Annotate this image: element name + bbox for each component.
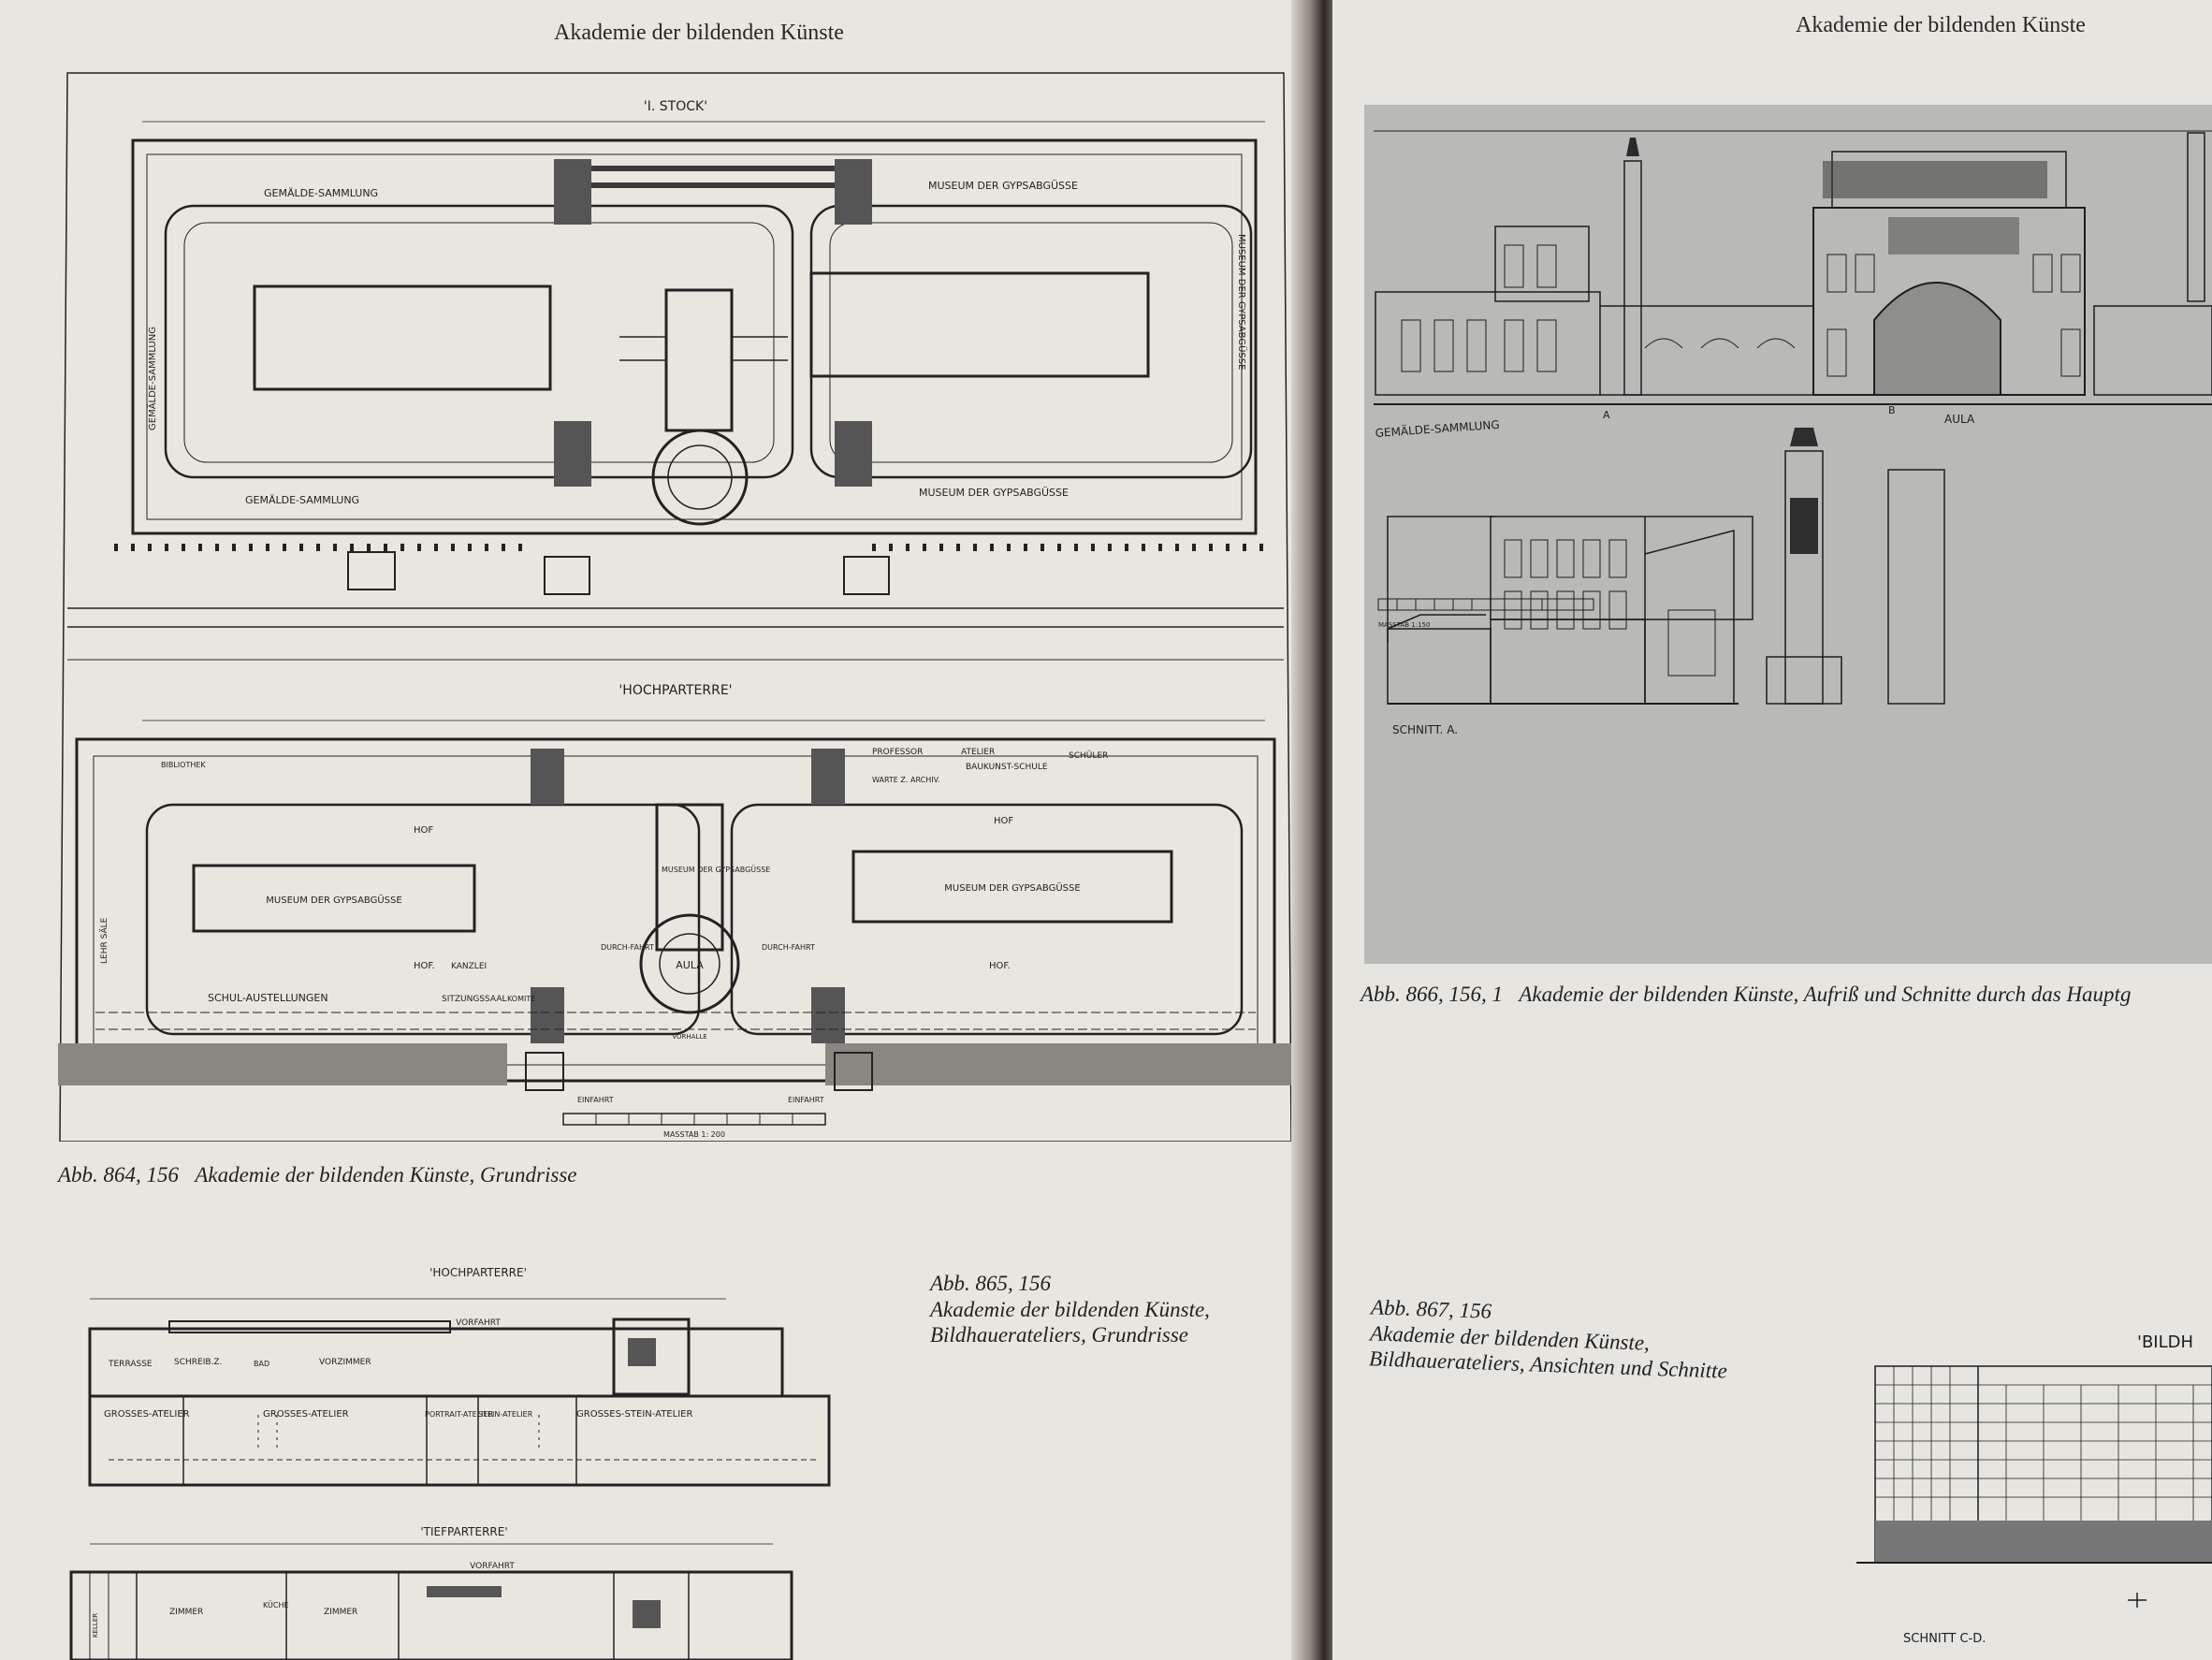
fig867-caption: Abb. 867, 156 Akademie der bildenden Kün… bbox=[1369, 1294, 1730, 1384]
label-einfahrt-left: EINFAHRT bbox=[577, 1096, 614, 1104]
fig865-atelier-plans: 'HOCHPARTERRE' TERRASSE SCHREIB.Z. BAD V… bbox=[69, 1266, 831, 1660]
label-schreibz: SCHREIB.Z. bbox=[174, 1358, 222, 1367]
fig867-schnitt-cd: SCHNITT C-D. bbox=[1903, 1632, 1986, 1646]
label-hof-left: HOF bbox=[414, 825, 433, 836]
label-gemaelde-top: GEMÄLDE-SAMMLUNG bbox=[264, 187, 378, 199]
label-gemaelde-bottom: GEMÄLDE-SAMMLUNG bbox=[245, 494, 359, 506]
label-zimmer-2: ZIMMER bbox=[324, 1608, 357, 1617]
fig866-caption: Abb. 866, 156, 1 Akademie der bildenden … bbox=[1361, 983, 2131, 1007]
label-atelier: ATELIER bbox=[961, 748, 995, 757]
fig864-lower-title: 'HOCHPARTERRE' bbox=[618, 683, 732, 698]
label-schueler: SCHÜLER bbox=[1069, 750, 1108, 761]
label-durchfahrt-left: DURCH-FAHRT bbox=[601, 943, 654, 952]
label-museum-top: MUSEUM DER GYPSABGÜSSE bbox=[928, 180, 1078, 192]
label-vorfahrt-top: VORFAHRT bbox=[456, 1318, 501, 1328]
label-lehrsaele: LEHR SÄLE bbox=[99, 917, 109, 964]
fig867-title-fragment: 'BILDH bbox=[2137, 1332, 2193, 1352]
left-page: Akademie der bildenden Künste bbox=[0, 0, 1306, 1660]
label-gemaelde-side: GEMÄLDE-SAMMLUNG bbox=[146, 327, 158, 430]
left-running-head: Akademie der bildenden Künste bbox=[554, 21, 844, 45]
fig866-caption-text: Akademie der bildenden Künste, Aufriß un… bbox=[1519, 983, 2132, 1006]
right-running-head: Akademie der bildenden Künste bbox=[1796, 13, 2086, 37]
label-museum-right: MUSEUM DER GYPSABGÜSSE bbox=[944, 881, 1080, 894]
label-durchfahrt-right: DURCH-FAHRT bbox=[762, 943, 815, 952]
label-baukunst: BAUKUNST-SCHULE bbox=[966, 763, 1048, 772]
label-bibliothek: BIBLIOTHEK bbox=[161, 761, 206, 769]
label-vorzimmer: VORZIMMER bbox=[319, 1358, 371, 1367]
label-kueche: KÜCHE bbox=[263, 1600, 289, 1609]
label-warte-archiv: WARTE Z. ARCHIV. bbox=[872, 776, 940, 784]
label-hof-right-2: HOF. bbox=[989, 961, 1011, 971]
label-einfahrt-right: EINFAHRT bbox=[788, 1096, 824, 1104]
label-marker-b: B bbox=[1888, 404, 1896, 416]
right-page: Akademie der bildenden Künste bbox=[1332, 0, 2212, 1660]
fig866-caption-num: Abb. 866, 156, 1 bbox=[1361, 983, 1504, 1006]
label-grosses-atelier-2: GROSSES-ATELIER bbox=[263, 1409, 349, 1420]
label-stein-atelier: STEIN-ATELIER bbox=[478, 1410, 533, 1419]
label-keller: KELLER bbox=[92, 1613, 99, 1638]
fig867-atelier-elevation: 'BILDH SCHNITT C-D. bbox=[1856, 1332, 2212, 1646]
fig864-caption: Abb. 864, 156 Akademie der bildenden Kün… bbox=[58, 1163, 577, 1187]
label-grosses-atelier-1: GROSSES-ATELIER bbox=[104, 1409, 190, 1420]
label-schul-ausstellungen: SCHUL-AUSTELLUNGEN bbox=[208, 992, 328, 1004]
label-sitzungssaal: SITZUNGSSAAL bbox=[442, 995, 507, 1004]
label-museum-bottom: MUSEUM DER GYPSABGÜSSE bbox=[919, 487, 1069, 499]
fig865-caption-num: Abb. 865, 156 bbox=[930, 1272, 1052, 1295]
label-bad: BAD bbox=[254, 1360, 269, 1368]
label-professor: PROFESSOR bbox=[872, 748, 923, 757]
label-schnitt-a: SCHNITT. A. bbox=[1392, 723, 1458, 736]
fig865-lower-title: 'TIEFPARTERRE' bbox=[420, 1525, 507, 1538]
label-vorfahrt-bottom: VORFAHRT bbox=[470, 1562, 515, 1571]
label-aula: AULA bbox=[676, 959, 704, 971]
fig864-floor-plans: 'I. STOCK' GEMÄLDE-SAMMLUNG MUSEUM DER G… bbox=[58, 72, 1293, 1142]
label-komitee: KOMITÉ bbox=[507, 993, 535, 1003]
fig864-caption-text: Akademie der bildenden Künste, Grundriss… bbox=[195, 1163, 577, 1187]
label-masstab-866: MASSTAB 1:150 bbox=[1378, 621, 1430, 629]
label-hof-left-2: HOF. bbox=[414, 961, 435, 971]
label-hof-right: HOF bbox=[994, 816, 1013, 826]
fig865-caption-line2: Bildhauerateliers, Grundrisse bbox=[930, 1323, 1188, 1347]
label-zimmer-1: ZIMMER bbox=[169, 1608, 203, 1617]
label-museum-left: MUSEUM DER GYPSABGÜSSE bbox=[266, 894, 401, 906]
label-masstab-864: MASSTAB 1: 200 bbox=[663, 1130, 725, 1139]
label-vorhalle: VORHALLE bbox=[672, 1033, 706, 1041]
fig866-elevation-plate: GEMÄLDE-SAMMLUNG A B AULA SCHNITT. A. MA… bbox=[1364, 105, 2212, 964]
fig864-caption-num: Abb. 864, 156 bbox=[58, 1163, 180, 1187]
label-marker-a: A bbox=[1603, 409, 1610, 421]
label-portrait-atelier: PORTRAIT-ATELIER bbox=[425, 1410, 494, 1419]
label-kanzlei: KANZLEI bbox=[451, 962, 487, 971]
fig865-caption-line1: Akademie der bildenden Künste, bbox=[930, 1297, 1210, 1321]
label-aula-elev: AULA bbox=[1944, 413, 1975, 426]
fig865-caption: Abb. 865, 156 Akademie der bildenden Kün… bbox=[930, 1271, 1210, 1348]
label-museum-side: MUSEUM DER GYPSABGÜSSE bbox=[1236, 234, 1248, 370]
label-museum-center: MUSEUM DER GYPSABGÜSSE bbox=[662, 865, 770, 874]
fig865-upper-title: 'HOCHPARTERRE' bbox=[429, 1266, 527, 1279]
fig864-upper-title: 'I. STOCK' bbox=[644, 99, 707, 114]
label-grosses-stein-atelier: GROSSES-STEIN-ATELIER bbox=[576, 1409, 692, 1420]
label-terrasse: TERRASSE bbox=[108, 1360, 153, 1369]
